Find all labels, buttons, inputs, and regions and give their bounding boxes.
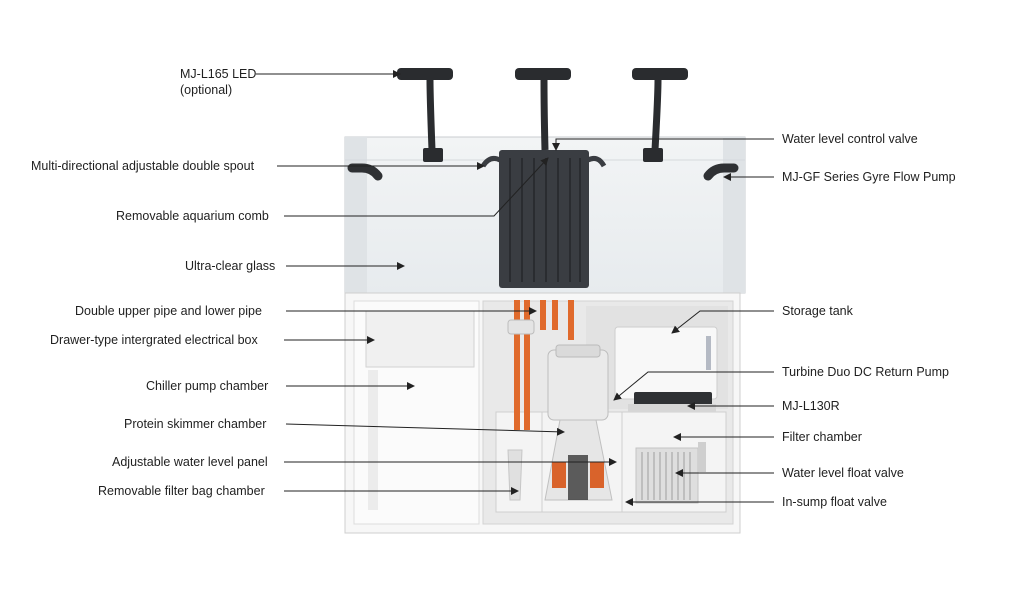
protein-skimmer [544,344,613,501]
label-in-sump-float-valve: In-sump float valve [782,495,887,509]
return-pump [628,392,716,412]
label-led-line1: MJ-L165 LED [180,67,257,81]
label-drawer: Drawer-type intergrated electrical box [50,333,258,347]
gyre-pumps [347,163,739,181]
storage-tank [614,326,718,400]
label-water-level-control-valve: Water level control valve [782,132,918,146]
filter-grille [635,442,706,504]
label-comb: Removable aquarium comb [116,209,269,223]
label-storage-tank: Storage tank [782,304,853,318]
label-return-pump: Turbine Duo DC Return Pump [782,365,949,379]
leader-lines-right [552,138,774,506]
label-skimmer: Protein skimmer chamber [124,417,267,431]
electrical-box [365,310,475,368]
led-lights [397,68,688,162]
leader-lines-left [256,70,617,495]
label-led: MJ-L165 LED (optional) [180,66,256,98]
label-l130r: MJ-L130R [782,399,840,413]
label-bag: Removable filter bag chamber [98,484,265,498]
label-filter-chamber: Filter chamber [782,430,862,444]
label-spout: Multi-directional adjustable double spou… [31,159,255,173]
label-gyre-flow-pump: MJ-GF Series Gyre Flow Pump [782,170,956,184]
label-water-level-float-valve: Water level float valve [782,466,904,480]
aquarium-comb [480,150,607,288]
label-panel: Adjustable water level panel [112,455,268,469]
label-glass: Ultra-clear glass [185,259,276,273]
label-led-line2: (optional) [180,83,233,97]
label-pipe: Double upper pipe and lower pipe [75,304,262,318]
label-chiller: Chiller pump chamber [146,379,269,393]
